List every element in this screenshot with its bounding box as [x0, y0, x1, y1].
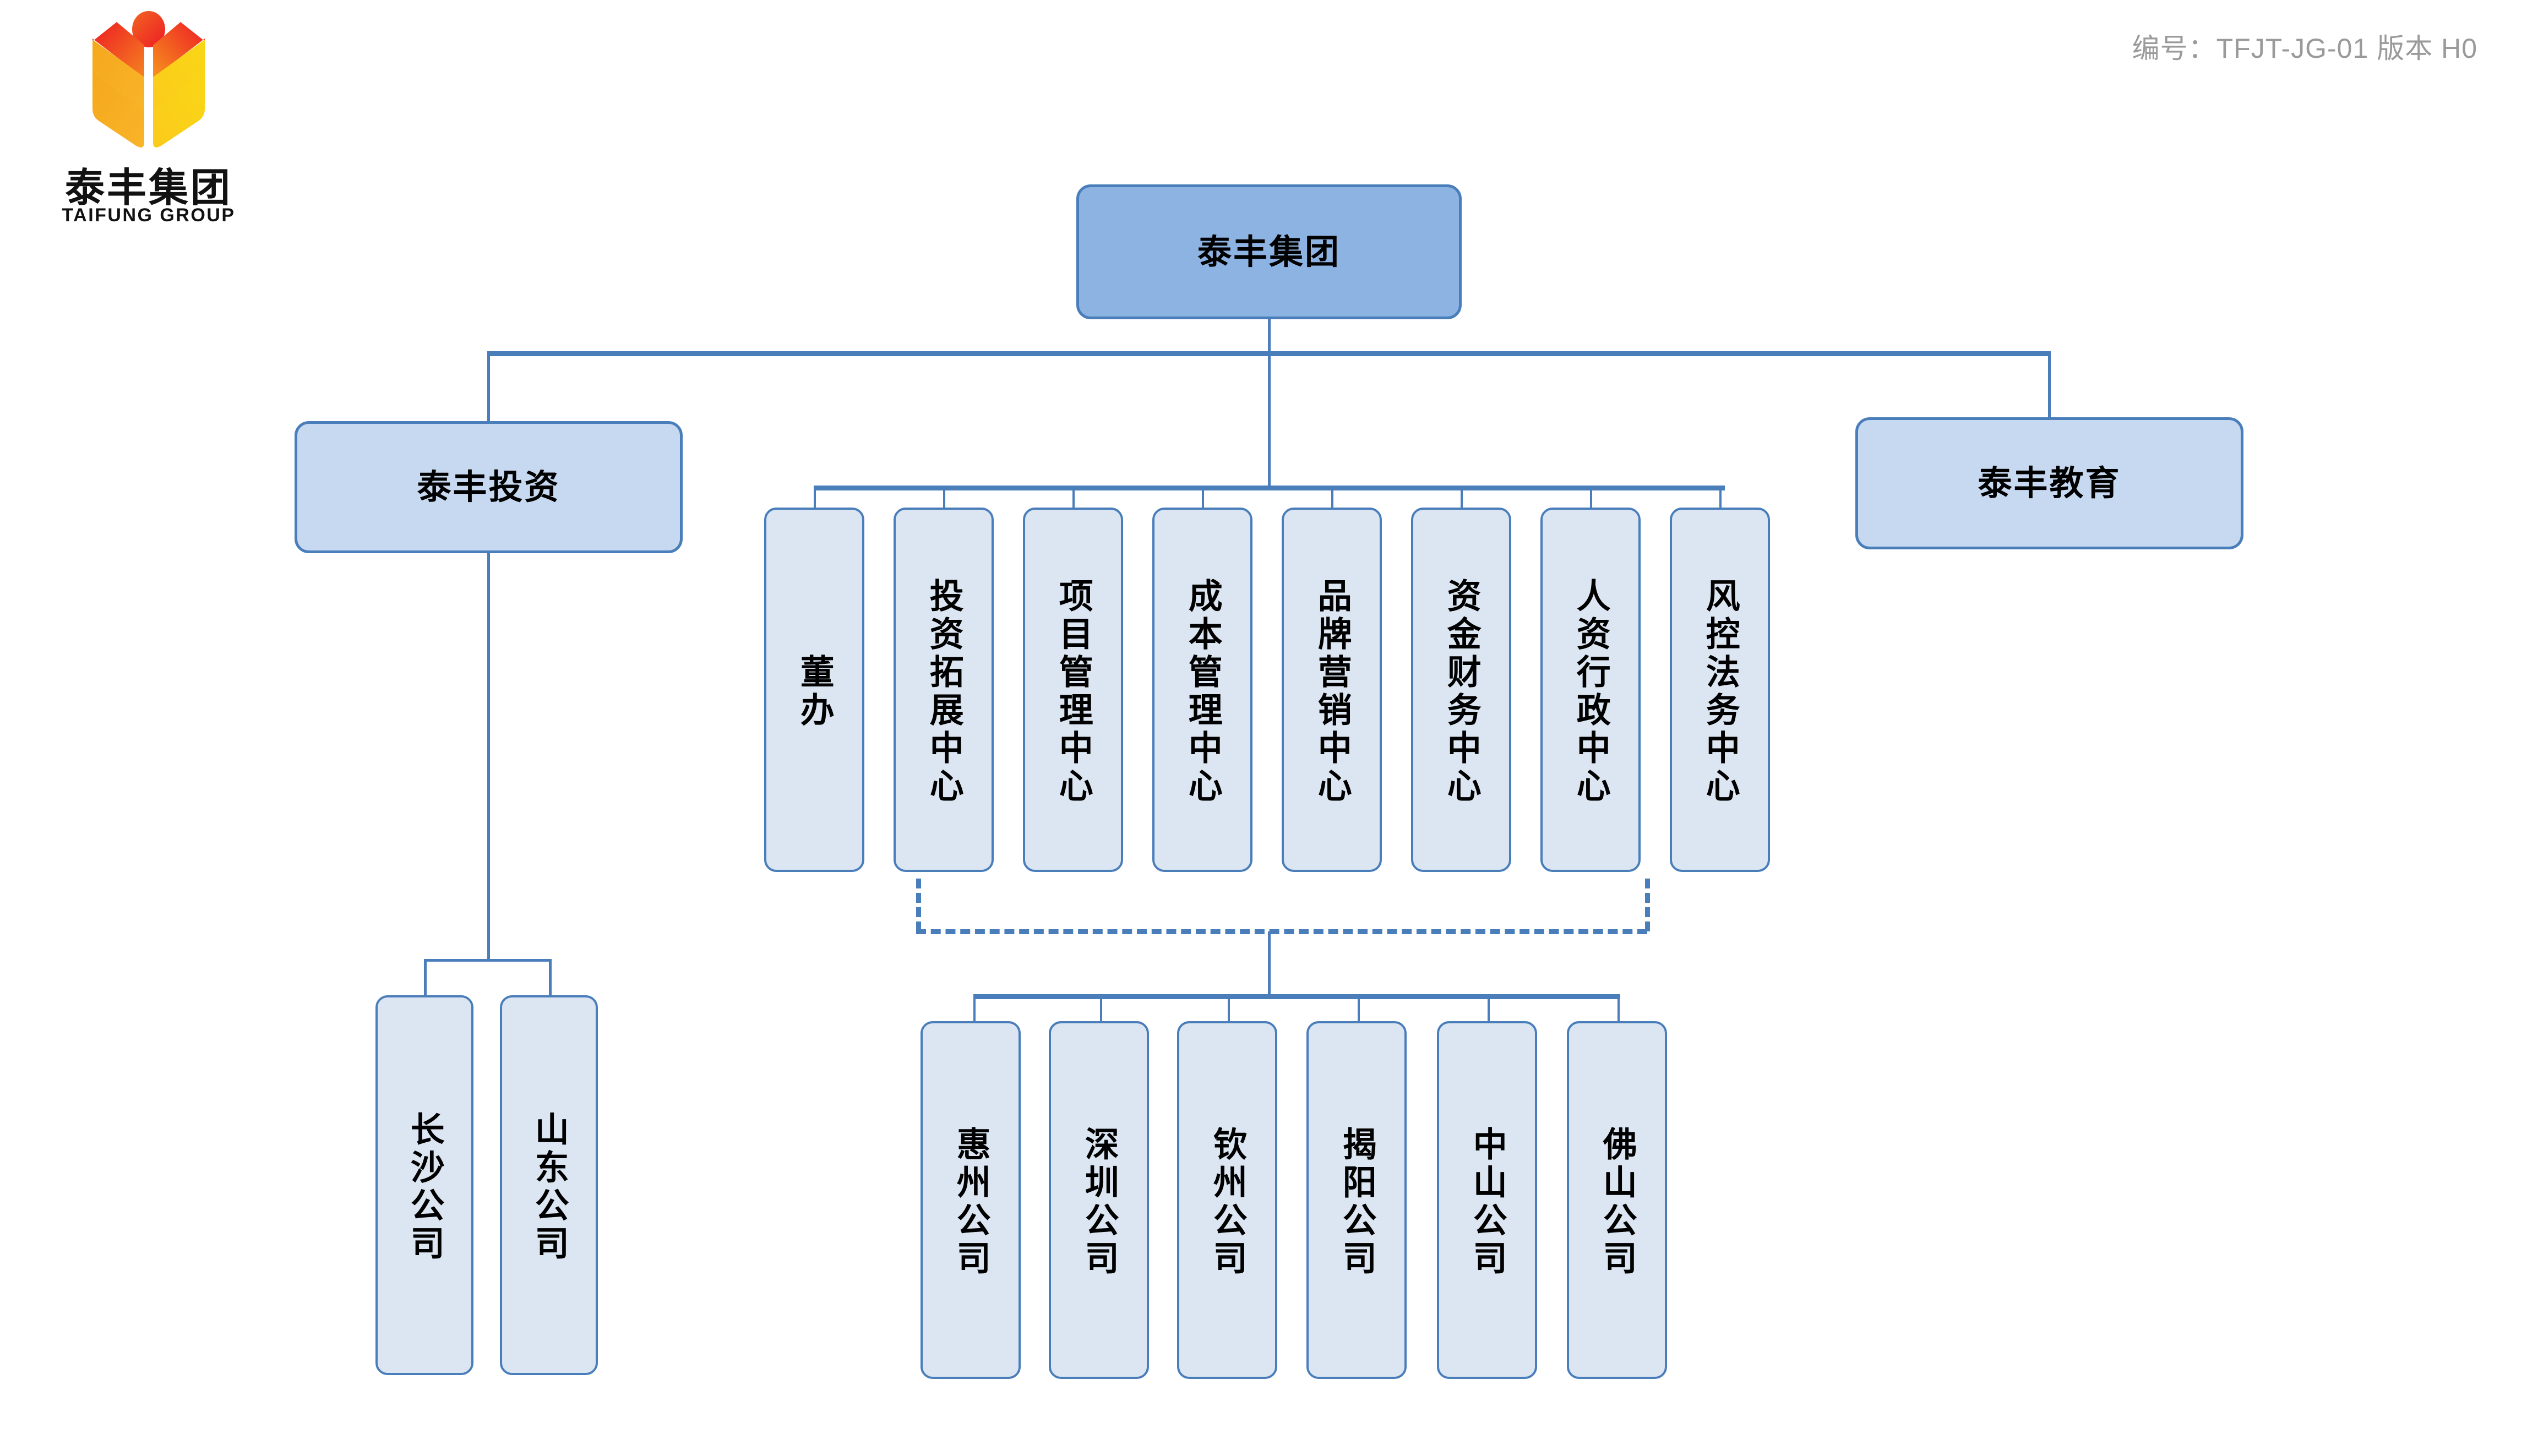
node-company-shandong[interactable]: 山东公司 [500, 995, 598, 1375]
node-company-zhongshan[interactable]: 中山公司 [1437, 1021, 1537, 1379]
node-company-huizhou[interactable]: 惠州公司 [921, 1021, 1021, 1379]
connector-left-company-stem [549, 959, 552, 997]
node-company-jieyang[interactable]: 揭阳公司 [1306, 1021, 1407, 1379]
node-label: 风控法务中心 [1700, 578, 1740, 806]
node-label: 泰丰集团 [1197, 231, 1341, 272]
node-department-brand-marketing-center[interactable]: 品牌营销中心 [1282, 508, 1382, 872]
wheat-logo-icon [92, 11, 205, 148]
node-label: 佛山公司 [1597, 1126, 1637, 1278]
node-label: 泰丰教育 [1978, 463, 2121, 504]
node-department-hr-admin-center[interactable]: 人资行政中心 [1540, 508, 1641, 872]
connector-left-company-bus [424, 959, 552, 962]
node-label: 资金财务中心 [1441, 578, 1482, 806]
node-department-dongban[interactable]: 董办 [764, 508, 864, 872]
connector-department-stem [814, 488, 816, 510]
connector-department-bus [814, 486, 1725, 490]
node-label: 泰丰投资 [417, 467, 560, 508]
node-label: 人资行政中心 [1570, 578, 1611, 806]
node-label: 钦州公司 [1207, 1126, 1248, 1278]
logo-name-cn: 泰丰集团 [64, 165, 232, 211]
connector-to-department-bus [1268, 351, 1271, 488]
connector-department-stem [1461, 488, 1463, 510]
node-department-risk-legal-center[interactable]: 风控法务中心 [1670, 508, 1770, 872]
connector-dashed-bus [916, 929, 1647, 934]
connector-left-division-stem [487, 553, 490, 961]
node-department-finance-center[interactable]: 资金财务中心 [1411, 508, 1511, 872]
connector-project-company-stem [1617, 996, 1620, 1023]
connector-dashed-left-stem [916, 879, 921, 931]
connector-department-stem [1719, 488, 1722, 510]
node-department-project-management-center[interactable]: 项目管理中心 [1023, 508, 1123, 872]
document-code-label: 编号：TFJT-JG-01 版本 H0 [2132, 33, 2477, 64]
connector-project-company-stem [1100, 996, 1102, 1023]
node-label: 惠州公司 [950, 1126, 991, 1278]
connector-project-company-stem [1488, 996, 1490, 1023]
connector-department-stem [1202, 488, 1204, 510]
connector-project-company-stem [1228, 996, 1230, 1023]
connector-left-company-stem [424, 959, 427, 997]
logo-name-en: TAIFUNG GROUP [62, 205, 236, 226]
node-company-qinzhou[interactable]: 钦州公司 [1177, 1021, 1277, 1379]
node-company-foshan[interactable]: 佛山公司 [1567, 1021, 1667, 1379]
node-label: 成本管理中心 [1182, 578, 1223, 806]
node-label: 长沙公司 [404, 1111, 445, 1263]
connector-department-stem [1331, 488, 1333, 510]
connector-department-stem [1590, 488, 1592, 510]
connector-root-stem [1268, 319, 1271, 352]
node-department-investment-expansion-center[interactable]: 投资拓展中心 [894, 508, 994, 872]
node-label: 中山公司 [1467, 1126, 1507, 1278]
node-company-shenzhen[interactable]: 深圳公司 [1049, 1021, 1149, 1379]
connector-to-right-division [2048, 351, 2051, 417]
node-division-taifung-investment[interactable]: 泰丰投资 [295, 421, 683, 553]
node-label: 品牌营销中心 [1311, 578, 1352, 806]
node-label: 项目管理中心 [1053, 578, 1093, 806]
connector-project-company-bus [973, 994, 1620, 999]
node-division-taifung-education[interactable]: 泰丰教育 [1855, 417, 2243, 549]
connector-department-stem [1072, 488, 1075, 510]
connector-project-stem [1268, 931, 1271, 996]
connector-to-left-division [487, 351, 490, 423]
connector-project-company-stem [1358, 996, 1360, 1023]
node-label: 董办 [794, 654, 835, 730]
connector-department-stem [943, 488, 945, 510]
node-label: 揭阳公司 [1336, 1126, 1377, 1278]
connector-project-company-stem [973, 996, 976, 1023]
node-company-changsha[interactable]: 长沙公司 [375, 995, 473, 1375]
node-label: 投资拓展中心 [923, 578, 964, 806]
node-label: 山东公司 [529, 1111, 569, 1263]
node-root-taifung-group[interactable]: 泰丰集团 [1076, 184, 1462, 319]
company-logo: 泰丰集团 TAIFUNG GROUP [39, 11, 259, 259]
node-label: 深圳公司 [1079, 1126, 1119, 1278]
node-department-cost-management-center[interactable]: 成本管理中心 [1152, 508, 1252, 872]
connector-dashed-right-stem [1645, 879, 1650, 931]
